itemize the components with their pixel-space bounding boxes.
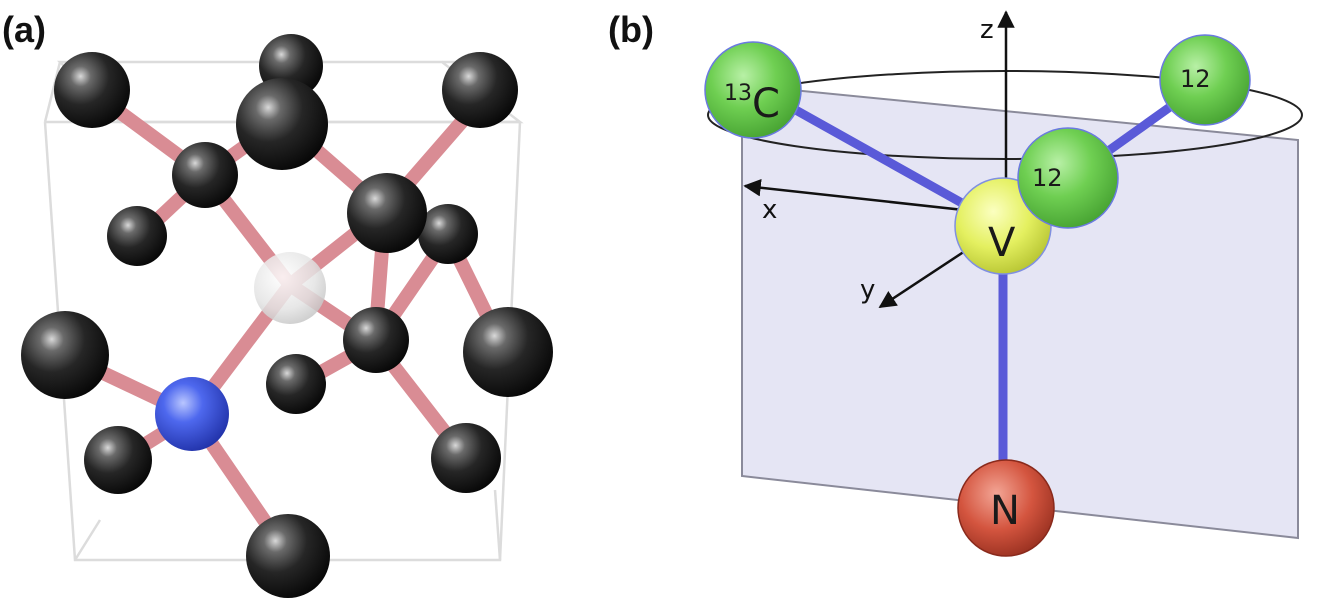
carbon12-atom-back <box>1159 34 1251 126</box>
carbon-atom <box>84 426 152 494</box>
carbon-atom <box>172 142 238 208</box>
carbon12-front-label: 12 <box>1032 164 1063 192</box>
panel-a-label: (a) <box>2 9 46 50</box>
carbon-atom <box>21 311 109 399</box>
symmetry-plane <box>741 83 1299 540</box>
carbon12-atom-front <box>1017 127 1119 229</box>
nitrogen-atom <box>155 377 229 451</box>
carbon-atom <box>236 78 328 170</box>
carbon-atom <box>107 206 167 266</box>
panel-b-label: (b) <box>608 9 654 50</box>
carbon-atom <box>347 173 427 253</box>
carbon-atom <box>418 204 478 264</box>
carbon13-atom <box>704 41 802 139</box>
carbon13-mass-label: 13 <box>724 81 752 106</box>
z-axis-label: z <box>980 15 994 45</box>
carbon13-symbol-label: C <box>752 81 780 127</box>
vacancy-site <box>254 252 326 324</box>
carbon-atom <box>431 423 501 493</box>
carbon-atom <box>442 52 518 128</box>
nitrogen-atom <box>957 459 1055 557</box>
carbon-atom <box>463 307 553 397</box>
panel-b: (b) z x y 12 13 C V 12 N <box>608 9 1303 557</box>
carbon-atom <box>343 307 409 373</box>
carbon-atom <box>246 514 330 598</box>
y-axis-label: y <box>860 275 875 305</box>
carbon-atom <box>266 354 326 414</box>
atoms <box>21 34 553 598</box>
vacancy-label: V <box>988 220 1016 266</box>
x-axis-label: x <box>762 195 777 225</box>
panel-a: (a) <box>2 9 553 598</box>
nitrogen-label: N <box>990 488 1020 534</box>
carbon12-back-label: 12 <box>1180 65 1211 93</box>
carbon-atom <box>54 52 130 128</box>
